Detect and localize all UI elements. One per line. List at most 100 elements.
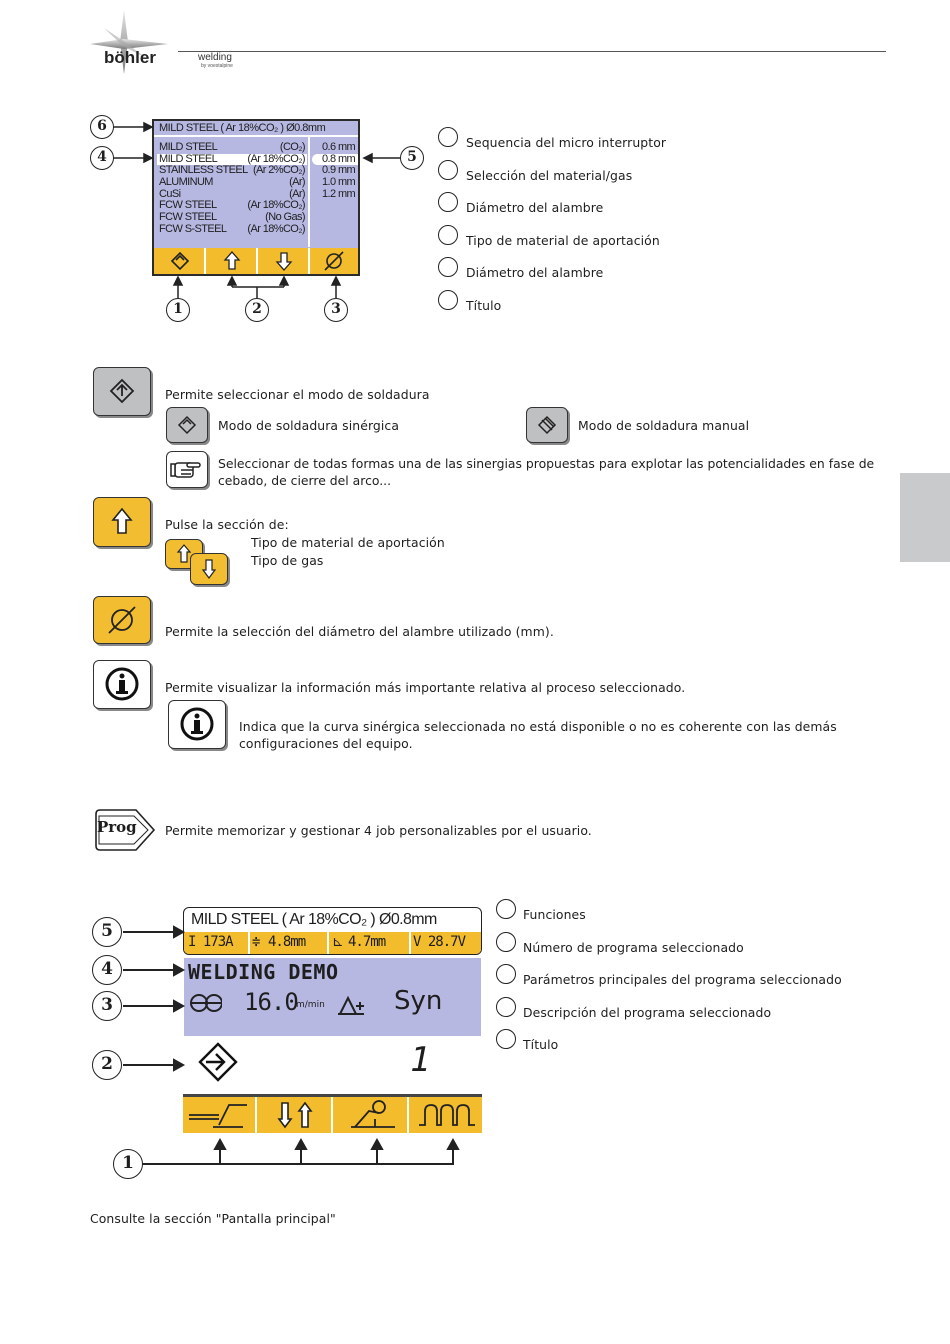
legend-circle — [496, 964, 516, 984]
legend-circle — [438, 224, 458, 245]
hint-hand-box — [166, 451, 208, 488]
fig2-key-3[interactable] — [335, 1097, 409, 1133]
diameter-row[interactable]: 0.8 mm — [312, 153, 358, 166]
material-name: STAINLESS STEEL — [159, 164, 248, 177]
up-key-button[interactable] — [93, 497, 151, 547]
param-voltage: V 28.7V — [413, 934, 466, 950]
material-name: ALUMINUM — [159, 176, 213, 189]
fig1-key-down[interactable] — [258, 248, 310, 274]
fig2-param-bar: I 173A ≑ 4.8mm ⊾ 4.7mm V 28.7V — [184, 932, 481, 954]
mode-manual-label: Modo de soldadura manual — [578, 418, 750, 433]
material-gas: (Ar 18%CO₂) — [247, 222, 305, 235]
arrow-down-icon — [275, 252, 293, 271]
material-name: FCW STEEL — [159, 199, 217, 212]
legend-label: Diámetro del alambre — [466, 265, 604, 280]
diameter-row[interactable]: 1.2 mm — [322, 187, 356, 200]
material-gas: (Ar 18%CO₂) — [247, 152, 305, 165]
torch-feed-icon — [189, 1104, 247, 1128]
diameter-row[interactable]: 0.6 mm — [322, 141, 356, 153]
wire-speed-unit: m/min — [296, 1000, 325, 1010]
pointing-hand-icon — [170, 462, 201, 478]
material-row[interactable]: FCW STEEL(No Gas) — [157, 211, 307, 224]
mode-select-button[interactable] — [93, 367, 151, 416]
fig1-callout-3: 3 — [324, 298, 348, 322]
legend-label: Parámetros principales del programa sele… — [523, 972, 842, 987]
legend-label: Título — [523, 1037, 559, 1052]
manual-mode-button[interactable] — [526, 407, 568, 443]
param-fillet: 4.7mm — [348, 934, 386, 950]
prog-badge-icon — [95, 809, 156, 851]
fig2-callout-5: 5 — [92, 917, 122, 947]
fig1-material-list: MILD STEEL (CO₂)MILD STEEL(Ar 18%CO₂)STAI… — [157, 141, 307, 236]
fig1-callout-6: 6 — [90, 115, 114, 139]
pulse-wave-icon — [419, 1104, 475, 1126]
synergic-mode-button[interactable] — [166, 407, 208, 443]
material-row[interactable]: ALUMINUM(Ar) — [157, 176, 307, 189]
fig1-key-up[interactable] — [206, 248, 258, 274]
fig2-keybar — [183, 1094, 482, 1133]
material-gas: (CO₂) — [279, 141, 306, 153]
material-row[interactable]: MILD STEEL (CO₂) — [157, 141, 307, 154]
fig1-key-diameter[interactable] — [310, 248, 358, 274]
fig2-key-1[interactable] — [183, 1097, 257, 1133]
legend-label: Selección del material/gas — [466, 167, 633, 183]
small-down-key[interactable] — [190, 553, 228, 585]
fig1-key-mode[interactable] — [154, 248, 206, 274]
material-row[interactable]: CuSi(Ar) — [157, 187, 307, 201]
brand-logo: böhler welding by voestalpine — [88, 8, 248, 78]
fig2-key-4[interactable] — [411, 1097, 482, 1133]
info-sub-line1: Indica que la curva sinérgica selecciona… — [239, 719, 837, 734]
header-rule — [178, 51, 886, 52]
legend-circle — [496, 931, 516, 952]
wire-speed-value: 16.0 — [244, 988, 299, 1016]
fig1-title: MILD STEEL ( Ar 18%CO₂ ) Ø0.8mm — [154, 121, 358, 137]
material-row[interactable]: FCW STEEL(Ar 18%CO₂) — [157, 200, 307, 212]
mode-synergic-label: Modo de soldadura sinérgica — [218, 418, 400, 433]
material-row[interactable]: FCW S-STEEL(Ar 18%CO₂) — [157, 222, 307, 236]
diameter-row[interactable]: 0.9 mm — [322, 164, 356, 177]
diameter-key-button[interactable] — [93, 596, 151, 644]
synergic-mode-icon — [109, 378, 135, 404]
brand-sub: welding — [198, 52, 232, 63]
arrow-up-icon — [111, 507, 133, 534]
fillet-icon: ⊾ — [332, 934, 344, 950]
fig2-program-panel: WELDING DEMO 16.0 m/min Syn — [184, 958, 481, 1036]
legend-label: Diámetro del alambre — [466, 200, 604, 215]
material-row[interactable]: STAINLESS STEEL(Ar 2%CO₂) — [157, 165, 307, 177]
synergic-mode-icon — [177, 415, 197, 435]
fig1-callout-1: 1 — [166, 298, 190, 322]
fig1-arrows — [113, 121, 400, 298]
diameter-text: Permite la selección del diámetro del al… — [165, 624, 554, 639]
fig2-mode-icon — [196, 1042, 240, 1086]
fig2-callout-2: 2 — [92, 1050, 122, 1080]
fig2-key-2[interactable] — [259, 1097, 333, 1133]
material-row[interactable]: MILD STEEL(Ar 18%CO₂) — [157, 152, 307, 166]
arrow-up-icon — [223, 251, 241, 270]
brand-name: böhler — [104, 48, 156, 67]
material-name: CuSi — [159, 187, 181, 200]
diameter-row[interactable]: 1.0 mm — [322, 176, 356, 189]
hint-text: Seleccionar de todas formas una de las s… — [218, 456, 875, 488]
legend-circle — [496, 996, 516, 1017]
info-key-button[interactable] — [93, 660, 151, 709]
legend-label: Tipo de material de aportación — [466, 232, 660, 248]
material-name: MILD STEEL — [159, 141, 218, 153]
param-current: I 173A — [188, 934, 234, 950]
torch-weld-icon — [336, 988, 372, 1022]
fig1-callout-5: 5 — [400, 146, 424, 170]
legend-label: Sequencia del micro interruptor — [466, 135, 667, 150]
fig2-program-name: WELDING DEMO — [188, 960, 339, 984]
prog-key-button[interactable]: Prog — [90, 808, 156, 852]
fig2-callout-4: 4 — [92, 955, 122, 985]
legend-circle — [496, 1029, 516, 1049]
manual-mode-icon — [537, 415, 557, 435]
legend-circle — [438, 127, 458, 147]
wire-diameter-icon — [108, 606, 136, 634]
legend-label: Título — [466, 297, 502, 313]
legend-label: Funciones — [523, 907, 586, 922]
fig2-callout-1: 1 — [113, 1149, 143, 1179]
arrow-up-icon — [176, 544, 192, 563]
